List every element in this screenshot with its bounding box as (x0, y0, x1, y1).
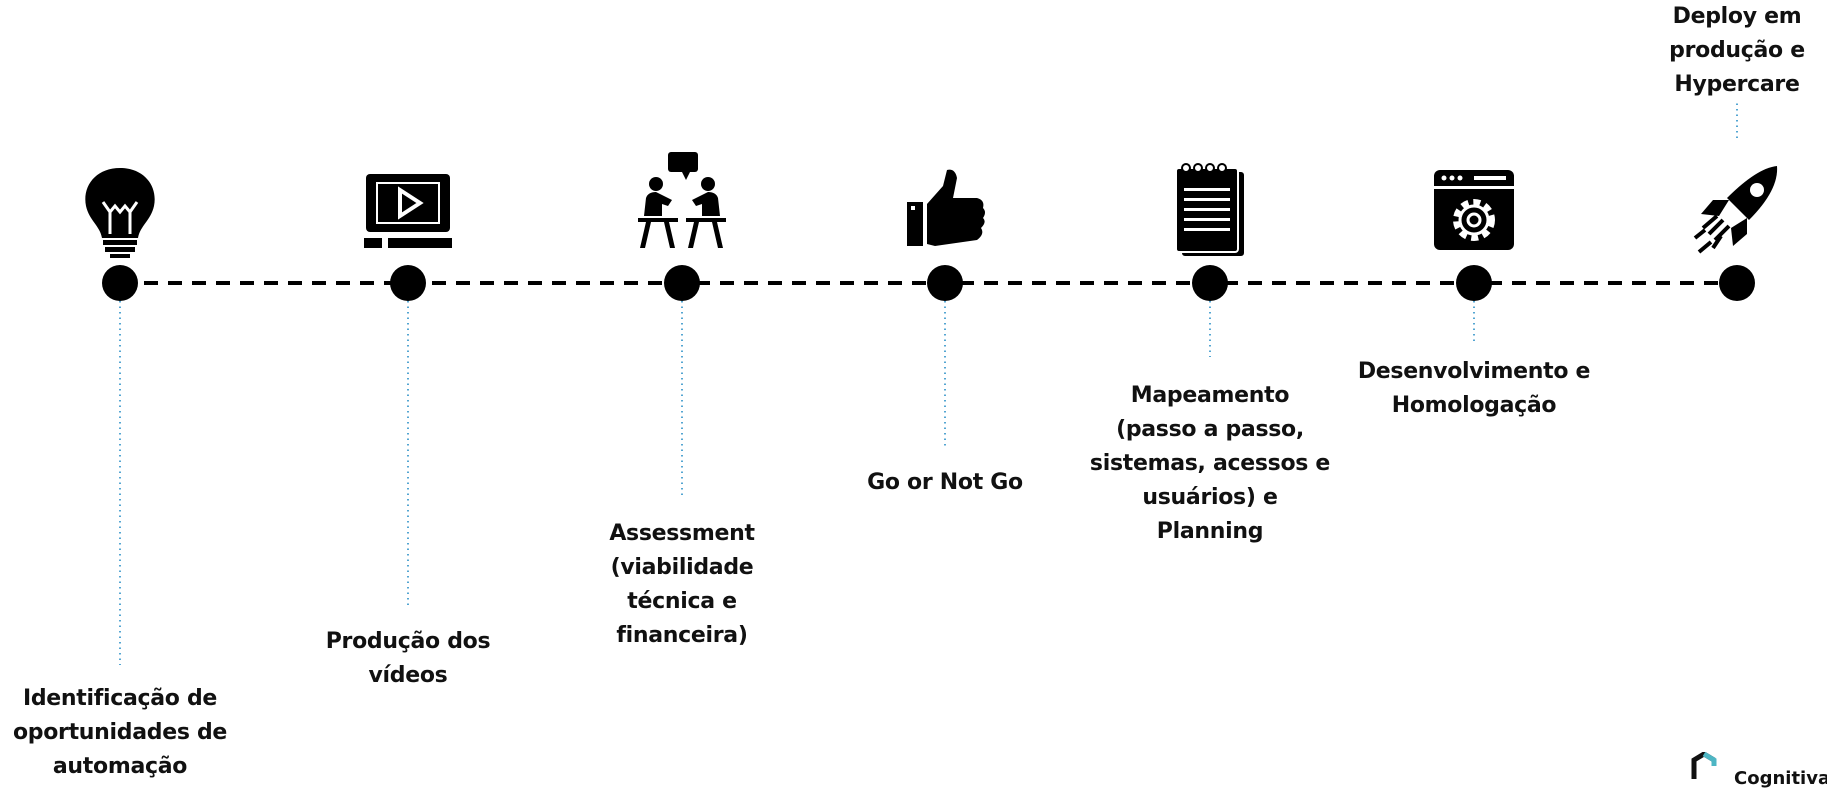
step-label-line: financeira) (616, 623, 748, 648)
step-label-videos: Produção dos vídeos (278, 625, 538, 693)
step-label-deploy: Deploy em produção e Hypercare (1607, 0, 1827, 102)
step-label-line: Desenvolvimento e (1357, 359, 1591, 384)
step-label-line: Identificação de (22, 686, 218, 711)
step-label-go-no-go: Go or Not Go (815, 466, 1075, 500)
step-label-line: automação (52, 754, 188, 779)
step-label-line: sistemas, acessos e (1089, 451, 1331, 476)
step-label-line: produção e (1669, 38, 1805, 63)
lightbulb-icon (85, 168, 155, 258)
step-label-line: Hypercare (1674, 72, 1800, 97)
step-label-mapping: Mapeamento (passo a passo, sistemas, acess… (1080, 379, 1340, 549)
notepad-icon (1175, 163, 1244, 256)
timeline-node-mapping (1192, 265, 1228, 301)
step-label-line: Mapeamento (1130, 383, 1290, 408)
step-label-line: Deploy em (1672, 4, 1802, 29)
step-label-line: Produção dos (325, 629, 491, 654)
step-label-line: (passo a passo, (1116, 417, 1304, 442)
step-label-line: Planning (1156, 519, 1264, 544)
timeline-node-ideation (102, 265, 138, 301)
logo-mark-icon (1691, 751, 1717, 779)
step-label-line: usuários) e (1142, 485, 1278, 510)
thumbs-up-icon (907, 169, 985, 246)
step-label-line: oportunidades de (12, 720, 228, 745)
step-label-line: Homologação (1391, 393, 1557, 418)
meeting-discussion-icon (638, 152, 726, 248)
video-monitor-icon (364, 174, 452, 248)
timeline-node-development (1456, 265, 1492, 301)
timeline-node-deploy (1719, 265, 1755, 301)
brand-logo: Cognitiva (1690, 751, 1827, 789)
rocket-icon (1693, 166, 1778, 254)
timeline-node-videos (390, 265, 426, 301)
step-label-line: Go or Not Go (867, 470, 1023, 495)
timeline-node-go-no-go (927, 265, 963, 301)
step-label-line: vídeos (368, 663, 448, 688)
browser-gear-icon (1434, 170, 1514, 250)
step-label-line: (viabilidade (610, 555, 754, 580)
step-label-line: técnica e (627, 589, 737, 614)
step-label-line: Assessment (609, 521, 755, 546)
step-label-development: Desenvolvimento e Homologação (1344, 355, 1604, 423)
step-label-ideation: Identificação de oportunidades de automaçã… (0, 682, 250, 784)
step-label-assessment: Assessment (viabilidade técnica e financeir… (552, 517, 812, 653)
timeline-node-assessment (664, 265, 700, 301)
